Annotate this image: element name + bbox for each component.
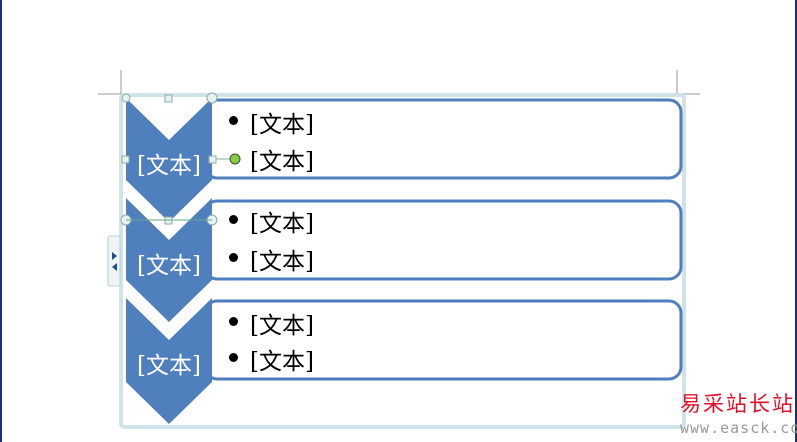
crop-marks	[98, 70, 700, 95]
smartart-frame	[119, 93, 686, 429]
bullet-icon	[229, 353, 238, 362]
chevron-1	[126, 98, 212, 222]
bullet-icon	[229, 116, 238, 125]
bullet-icon	[229, 215, 238, 224]
row-title[interactable]: [文本]	[137, 153, 201, 179]
bullet-text[interactable]: [文本]	[250, 313, 314, 339]
page-edge-left	[0, 0, 2, 442]
rotate-handle	[229, 153, 241, 165]
selection-handles	[120, 92, 232, 226]
watermark-url: www.easck.com	[680, 419, 797, 437]
bullet-icon	[229, 317, 238, 326]
bullet-text[interactable]: [文本]	[250, 112, 314, 138]
page-edge-right	[795, 0, 797, 442]
chevron-2	[126, 198, 212, 322]
bullet-text[interactable]: [文本]	[250, 149, 314, 175]
bullet-text[interactable]: [文本]	[250, 211, 314, 237]
text-pane-toggle	[107, 235, 121, 287]
row-title[interactable]: [文本]	[137, 353, 201, 379]
bullet-text[interactable]: [文本]	[250, 349, 314, 375]
chevron-3	[126, 298, 212, 424]
row-title[interactable]: [文本]	[137, 253, 201, 279]
bullet-text[interactable]: [文本]	[250, 249, 314, 275]
watermark-title: 易采站长站	[680, 392, 795, 416]
bullet-icon	[229, 253, 238, 262]
